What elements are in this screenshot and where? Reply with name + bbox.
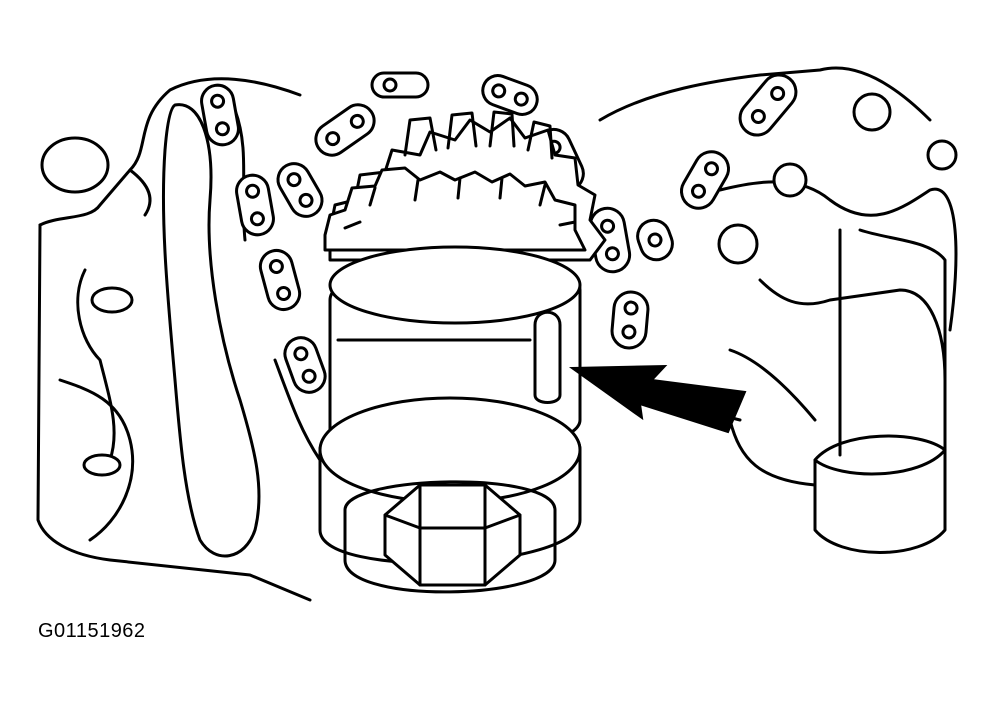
crankshaft-sprocket <box>323 110 607 262</box>
chain-link <box>370 71 430 99</box>
chain-link <box>283 336 327 394</box>
chain-link <box>258 248 302 312</box>
right-housing <box>598 66 958 554</box>
figure-id-label: G01151962 <box>38 620 146 642</box>
chain-link <box>481 74 539 116</box>
keyway-slot <box>533 310 562 404</box>
indicator-arrow <box>568 364 747 434</box>
engine-housing <box>36 77 332 602</box>
chain-link <box>235 173 275 237</box>
chain-link <box>588 206 632 274</box>
chain-link <box>680 150 730 210</box>
chain-link <box>200 83 240 147</box>
crankshaft-bolt <box>383 483 522 587</box>
chain-link <box>636 218 674 262</box>
chain-link <box>314 103 376 157</box>
chain-link <box>738 73 798 137</box>
chain-link <box>610 290 650 350</box>
chain-link <box>276 162 324 218</box>
